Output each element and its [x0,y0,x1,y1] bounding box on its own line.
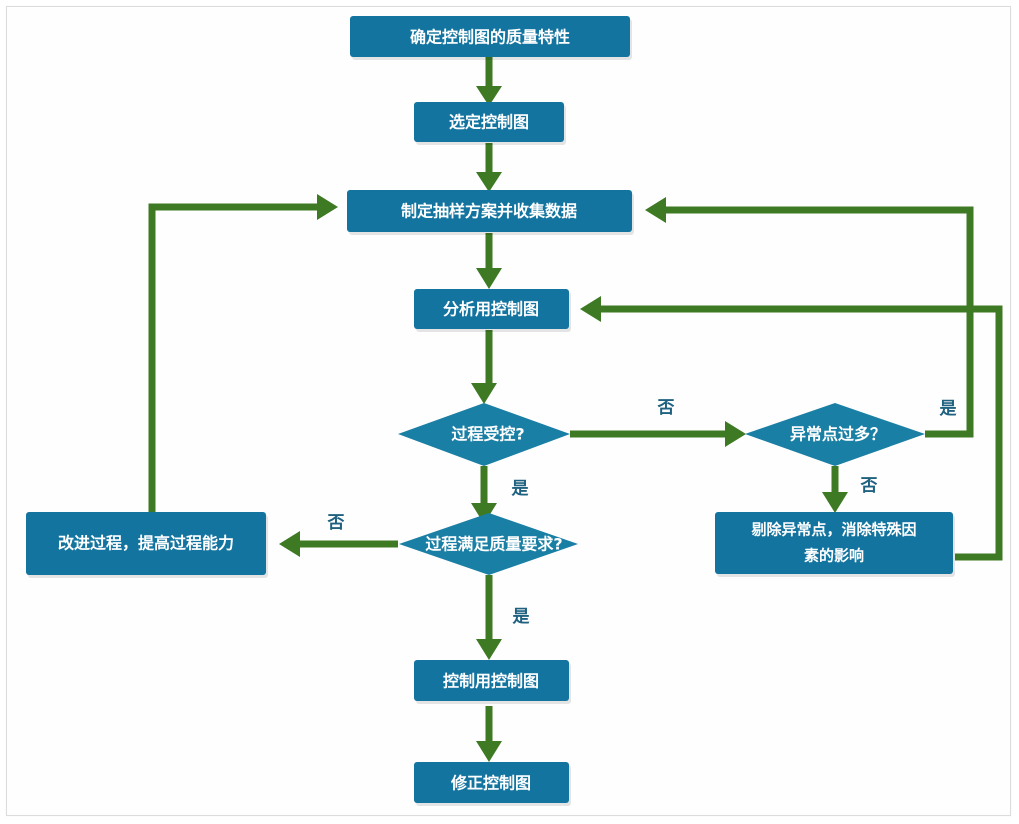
edge-d2-to-n6 [822,466,848,513]
decision-label: 过程受控? [451,425,524,444]
node-label: 改进过程，提高过程能力 [58,534,234,553]
decision-process-in-control[interactable]: 过程受控? [398,403,570,466]
node-improve-process-capability[interactable]: 改进过程，提高过程能力 [26,512,268,578]
edge-d2-to-n3 [645,197,974,438]
node-analysis-control-chart[interactable]: 分析用控制图 [414,289,571,332]
node-sampling-plan-collect-data[interactable]: 制定抽样方案并收集数据 [347,190,634,235]
edge-label-d2-yes: 是 [940,399,957,419]
node-label-line1: 剔除异常点，消除特殊因 [750,521,916,539]
edge-label-d3-yes: 是 [513,607,530,627]
edge-d3-to-n5 [279,531,398,557]
node-label: 制定抽样方案并收集数据 [401,202,577,221]
node-control-use-chart[interactable]: 控制用控制图 [414,660,571,704]
edge-n5-to-n3 [148,194,338,512]
decision-process-meets-quality[interactable]: 过程满足质量要求? [399,513,578,575]
node-label: 确定控制图的质量特性 [410,28,570,47]
decision-too-many-outliers[interactable]: 异常点过多？ [745,403,925,466]
edge-label-d3-no: 否 [327,513,345,533]
node-label: 控制用控制图 [443,672,539,691]
decision-label: 异常点过多？ [790,425,886,444]
edge-n1-to-n2 [476,57,502,106]
node-remove-outliers[interactable]: 剔除异常点，消除特殊因 素的影响 [715,512,955,577]
edge-n7-to-n8 [476,706,502,762]
edge-n6-to-n4 [580,296,1003,561]
edge-d3-to-n7 [476,575,502,660]
edge-n2-to-n3 [476,143,502,192]
node-select-control-chart[interactable]: 选定控制图 [414,102,566,145]
edge-n3-to-n4 [476,233,502,289]
node-label: 选定控制图 [449,113,529,132]
edge-label-d1-yes: 是 [512,479,529,499]
node-label-line2: 素的影响 [804,547,864,565]
node-label: 分析用控制图 [443,300,539,319]
edge-n4-to-d1 [471,330,497,404]
edge-label-d2-no: 否 [860,476,878,496]
decision-label: 过程满足质量要求? [425,535,562,554]
node-label: 修正控制图 [450,774,531,793]
edge-label-d1-no: 否 [657,398,675,418]
node-revise-control-chart[interactable]: 修正控制图 [414,762,571,806]
node-determine-quality-characteristic[interactable]: 确定控制图的质量特性 [350,16,632,60]
edge-d1-to-d2 [570,421,746,447]
edge-d1-to-d3 [471,466,497,524]
